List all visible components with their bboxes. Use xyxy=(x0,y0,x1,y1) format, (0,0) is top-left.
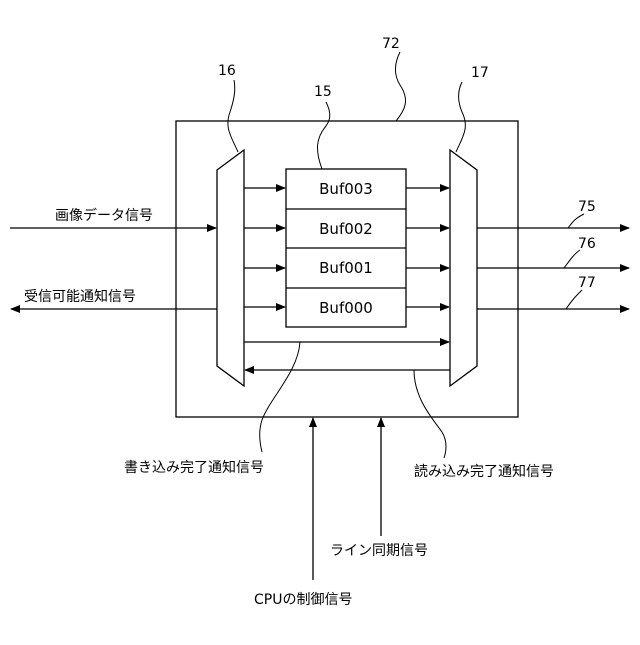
read-done-label: 読み込み完了通知信号 xyxy=(414,463,554,480)
write-done-label: 書き込み完了通知信号 xyxy=(124,459,264,476)
leader-15 xyxy=(317,102,329,169)
read-done-leader xyxy=(414,370,446,458)
ref-72: 72 xyxy=(382,36,400,52)
leader-16 xyxy=(228,80,238,152)
buffer-label-3: Buf003 xyxy=(319,180,373,198)
leader-17 xyxy=(456,82,465,152)
line-sync-label: ライン同期信号 xyxy=(330,543,428,559)
output-selector xyxy=(450,150,477,386)
input-selector xyxy=(217,150,244,386)
cpu-control-label: CPUの制御信号 xyxy=(254,592,352,608)
buffer-label-1: Buf001 xyxy=(319,259,373,277)
receive-ready-label: 受信可能通知信号 xyxy=(24,288,136,305)
selector-to-buffer-arrows xyxy=(244,188,285,307)
output-arrows xyxy=(477,228,629,309)
buffer-stack: Buf003 Buf002 Buf001 Buf000 xyxy=(286,169,406,327)
ref-17: 17 xyxy=(471,65,489,81)
ref-16: 16 xyxy=(218,63,236,79)
leader-72 xyxy=(395,52,405,121)
output-ref-77: 77 xyxy=(578,275,596,291)
image-data-label: 画像データ信号 xyxy=(55,207,153,224)
buffer-label-2: Buf002 xyxy=(319,220,373,238)
buffer-label-0: Buf000 xyxy=(319,299,373,317)
write-done-leader xyxy=(260,342,300,452)
buffer-to-selector-arrows xyxy=(406,188,449,307)
ref-15: 15 xyxy=(314,84,332,100)
output-ref-75: 75 xyxy=(578,199,596,215)
output-ref-76: 76 xyxy=(578,236,596,252)
